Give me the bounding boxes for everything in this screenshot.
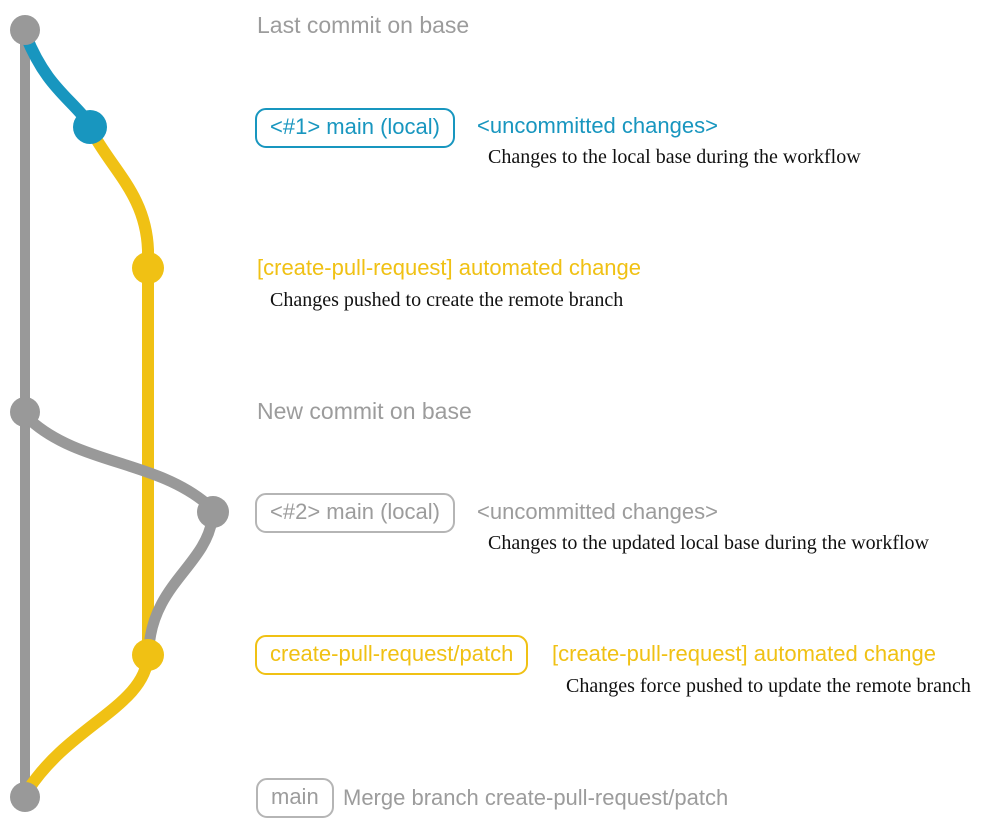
commit-dot-main-local-2 (197, 496, 229, 528)
caption-force-pushed: Changes force pushed to update the remot… (566, 675, 971, 697)
uncommitted-changes-note-1: <uncommitted changes> (477, 113, 718, 138)
main-local-branch-line (20, 30, 94, 128)
rebase-branch-line-lower (143, 514, 218, 654)
automated-change-label-1: [create-pull-request] automated change (257, 255, 642, 280)
commit-dot-patch-2 (132, 639, 164, 671)
commit-dot-patch-1 (132, 252, 164, 284)
commit-dot-base-top (10, 15, 40, 45)
patch-branch-line (22, 124, 154, 796)
badge-main-local-2: <#2> main (local) (255, 493, 455, 534)
badge-patch-branch: create-pull-request/patch (255, 635, 529, 676)
caption-updated-local-base: Changes to the updated local base during… (488, 532, 929, 554)
caption-local-base: Changes to the local base during the wor… (488, 146, 861, 168)
commit-dot-main-local-1 (73, 110, 107, 144)
badge-main: main (256, 778, 334, 819)
commit-dot-base-new (10, 397, 40, 427)
rebase-branch-line-upper (24, 414, 213, 510)
badge-main-local-1: <#1> main (local) (255, 108, 455, 149)
last-commit-title: Last commit on base (257, 12, 470, 38)
commit-dot-base-merge (10, 782, 40, 812)
new-commit-title: New commit on base (257, 398, 472, 424)
caption-pushed-create: Changes pushed to create the remote bran… (270, 289, 624, 311)
git-graph (10, 15, 229, 812)
automated-change-label-2: [create-pull-request] automated change (552, 641, 937, 666)
uncommitted-changes-note-2: <uncommitted changes> (477, 499, 718, 524)
merge-branch-label: Merge branch create-pull-request/patch (343, 785, 729, 810)
